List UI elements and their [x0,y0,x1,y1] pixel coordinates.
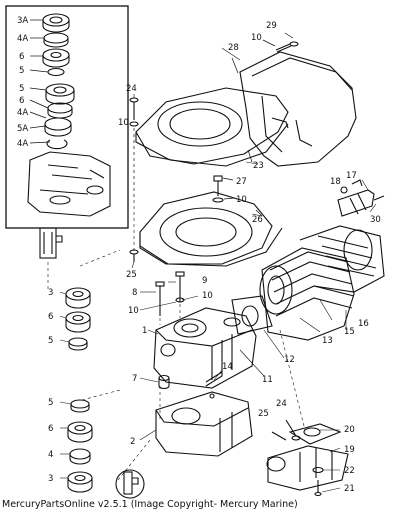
inset-crankcase [27,151,111,217]
dowel-7 [158,374,170,390]
callout-20: 20 [344,425,355,435]
callout-6: 6 [48,424,53,434]
callout-5: 5 [48,336,53,346]
stud-8 [155,281,165,316]
callout-8: 8 [132,288,137,298]
seal-4-lower [69,448,91,465]
bolt-24 [129,97,139,200]
copyright-footer: MercuryPartsOnline v2.5.1 (Image Copyrig… [2,499,298,510]
cover-plate-23 [135,87,289,167]
callout-18: 18 [330,177,341,187]
callout-24: 24 [126,84,137,94]
callout-3A: 3A [17,16,28,26]
callout-6: 6 [19,52,24,62]
callout-10: 10 [251,33,262,43]
inset-bearing-stack [42,13,75,150]
callout-22: 22 [344,466,355,476]
callout-10: 10 [118,118,129,128]
callout-23: 23 [253,161,264,171]
inset-frame [5,5,129,229]
callout-27: 27 [236,177,247,187]
callout-24: 24 [276,399,287,409]
callout-5: 5 [48,398,53,408]
callout-10: 10 [236,195,247,205]
bearing-6-lower [67,421,93,443]
housing-26 [139,191,283,267]
callout-4A: 4A [17,108,28,118]
bearing-3-lower [67,471,93,493]
callout-13: 13 [322,336,333,346]
pin-detail-bottom [115,469,145,499]
callout-9: 9 [202,276,207,286]
callout-4A: 4A [17,139,28,149]
callout-6: 6 [19,96,24,106]
manifold-19 [266,445,349,491]
callout-16: 16 [358,319,369,329]
callout-12: 12 [284,355,295,365]
callout-26: 26 [252,215,263,225]
callout-14: 14 [222,362,233,372]
callout-4: 4 [48,450,53,460]
callout-5: 5 [19,66,24,76]
callout-10: 10 [128,306,139,316]
callout-7: 7 [132,374,137,384]
callout-21: 21 [344,484,355,494]
crankcase-upper-1 [153,307,257,389]
callout-15: 15 [344,327,355,337]
callout-30: 30 [370,215,381,225]
seal-5-upper [68,337,88,351]
callout-5: 5 [19,84,24,94]
callout-25: 25 [258,409,269,419]
callout-19: 19 [344,445,355,455]
callout-10: 10 [202,291,213,301]
spark-plug-30 [337,179,385,217]
bolt-25-left [129,249,139,262]
callout-11: 11 [262,375,273,385]
callout-1: 1 [142,326,147,336]
callout-28: 28 [228,43,239,53]
stud-9 [175,271,185,303]
callout-25: 25 [126,270,137,280]
cylinder-13 [259,225,385,341]
callout-2: 2 [130,437,135,447]
pin-detail-top [39,227,63,259]
plate-20 [288,423,342,445]
screw-21 [314,480,322,497]
callout-17: 17 [346,171,357,181]
bearing-6-upper [65,311,91,333]
callout-5A: 5A [17,124,28,134]
screw-29 [275,32,299,53]
callout-29: 29 [266,21,277,31]
cylinder-cover-28 [231,51,357,167]
seal-5-lower [70,399,90,413]
screw-27 [212,175,235,203]
callout-3: 3 [48,474,53,484]
crankcase-lower-2 [155,391,253,457]
callout-4A: 4A [17,34,28,44]
nut-22 [312,466,324,474]
gasket-12 [231,295,273,335]
callout-3: 3 [48,288,53,298]
bearing-3-upper [65,287,91,309]
callout-6: 6 [48,312,53,322]
